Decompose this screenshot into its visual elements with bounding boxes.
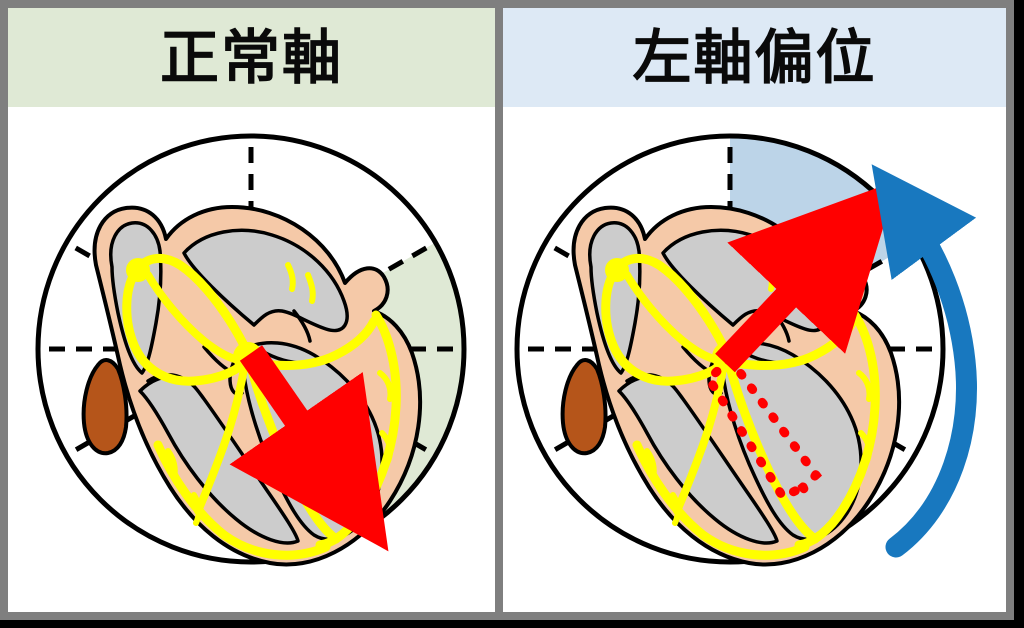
panel-header-normal-axis: 正常軸 [8, 8, 495, 107]
previous-axis-arrow [703, 354, 823, 504]
dial-circle [514, 133, 946, 565]
qrs-axis-arrow-normal [229, 345, 389, 552]
panel-title-normal-axis: 正常軸 [159, 23, 343, 92]
dial-circle [35, 133, 467, 565]
axis-dial-deviation [514, 133, 977, 567]
qrs-axis-arrow-deviation [715, 180, 898, 373]
diagram-canvas-normal-axis [8, 115, 495, 612]
panel-title-left-axis-deviation: 左軸偏位 [632, 23, 877, 92]
diagram-canvas-left-axis-deviation [503, 115, 1006, 612]
panel-left-axis-deviation: 左軸偏位 [503, 8, 1006, 612]
panel-normal-axis: 正常軸 [8, 8, 495, 612]
panel-header-left-axis-deviation: 左軸偏位 [503, 8, 1006, 107]
axis-dial-normal [35, 133, 467, 567]
axis-rotation-arrow [871, 164, 977, 558]
